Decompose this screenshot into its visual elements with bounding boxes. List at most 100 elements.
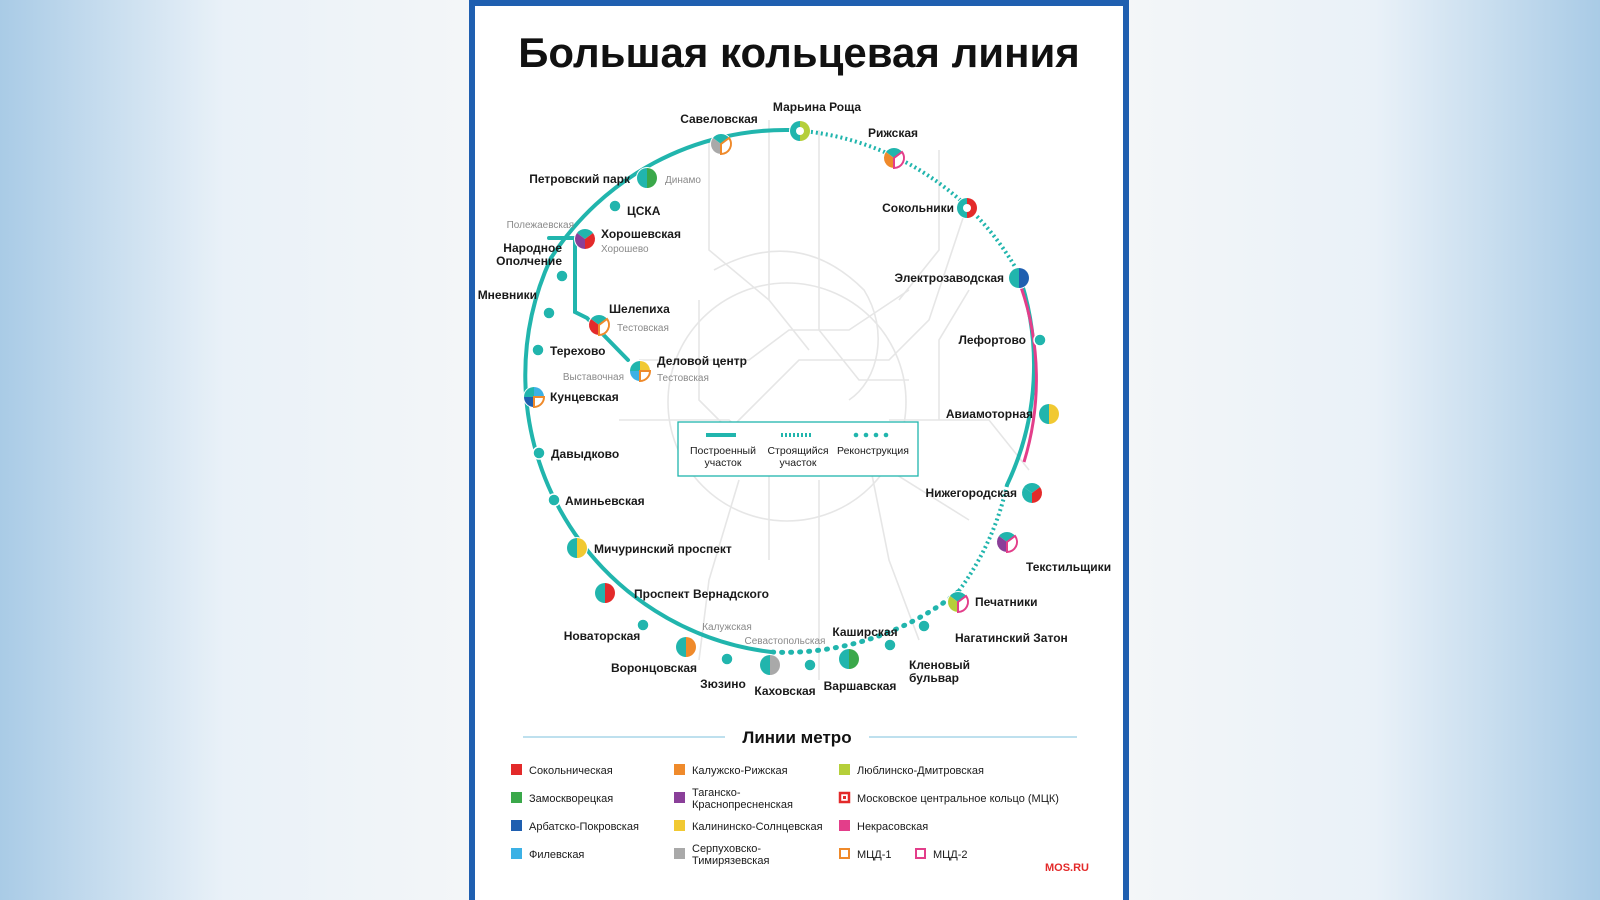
station-lefortovo[interactable] — [1033, 333, 1047, 347]
label-klenovy-bulvar-2: бульвар — [909, 671, 959, 685]
key-building-2: участок — [780, 457, 817, 469]
legend-label: МЦД-1 — [857, 849, 892, 861]
station-kuntsevskaya[interactable] — [523, 386, 546, 409]
station-klenovy-bulvar[interactable] — [883, 638, 897, 652]
legend-swatch — [511, 792, 522, 803]
metro-map: Большая кольцевая линия — [478, 29, 1111, 874]
label-michurinsky: Мичуринский проспект — [594, 542, 732, 556]
station-kashirskaya[interactable] — [838, 648, 860, 670]
legend-swatch — [511, 764, 522, 775]
legend: Линии метро СокольническаяЗамоскворецкая… — [511, 728, 1089, 874]
station-khoroshevskaya[interactable] — [574, 228, 596, 250]
source-label: MOS.RU — [1045, 862, 1089, 874]
station-michurinsky[interactable] — [566, 537, 588, 559]
key-built-2: участок — [705, 457, 742, 469]
label-aviamotornaya: Авиамоторная — [946, 407, 1033, 421]
station-narodnoe-opolchenie[interactable] — [555, 269, 569, 283]
label-mnevniki: Мневники — [478, 288, 537, 302]
legend-item: Сокольническая — [511, 764, 613, 777]
legend-item: Таганско-Краснопресненская — [674, 787, 793, 811]
station-nizhegorodskaya[interactable] — [1021, 482, 1043, 504]
label-kaluzhskaya: Калужская — [702, 622, 752, 633]
legend-label: Серпуховско- — [692, 843, 761, 855]
ring-reconstruction — [768, 589, 961, 655]
station-prospekt-vernadskogo[interactable] — [594, 582, 616, 604]
label-testovskaya-1: Тестовская — [617, 323, 669, 334]
label-nagatinsky-zaton: Нагатинский Затон — [955, 631, 1068, 645]
label-klenovy-bulvar-1: Кленовый — [909, 658, 970, 672]
legend-item: Некрасовская — [839, 820, 928, 833]
label-polezhaevskaya: Полежаевская — [507, 220, 574, 231]
key-reconstruction-swatch — [853, 432, 889, 438]
legend-item: Серпуховско-Тимирязевская — [674, 843, 769, 867]
legend-swatch — [674, 792, 685, 803]
station-aviamotornaya[interactable] — [1038, 403, 1060, 425]
station-aminyevskaya[interactable] — [547, 493, 561, 507]
label-vystavochnaya: Выставочная — [563, 372, 624, 383]
label-shelepikha: Шелепиха — [609, 302, 670, 316]
legend-label: Люблинско-Дмитровская — [857, 765, 984, 777]
station-terekhovo[interactable] — [531, 343, 545, 357]
label-novatorskaya: Новаторская — [564, 629, 641, 643]
label-narodnoe-opolchenie-2: Ополчение — [496, 254, 562, 268]
station-varshavskaya[interactable] — [803, 658, 817, 672]
station-tsska[interactable] — [608, 199, 622, 213]
station-novatorskaya[interactable] — [636, 618, 650, 632]
legend-items: СокольническаяЗамоскворецкаяАрбатско-Пок… — [511, 764, 1059, 867]
label-kakhovskaya: Каховская — [754, 684, 815, 698]
legend-label: Замоскворецкая — [529, 793, 613, 805]
station-vorontsovskaya[interactable] — [675, 636, 697, 658]
station-mnevniki[interactable] — [542, 306, 556, 320]
legend-title: Линии метро — [742, 728, 851, 747]
key-reconstruction: Реконструкция — [837, 445, 909, 457]
station-sokolniki[interactable] — [956, 197, 978, 219]
station-rizhskaya[interactable] — [883, 147, 905, 170]
label-rizhskaya: Рижская — [868, 126, 918, 140]
legend-label: Калужско-Рижская — [692, 765, 788, 777]
station-zyuzino[interactable] — [720, 652, 734, 666]
legend-label: Тимирязевская — [692, 855, 769, 867]
label-testovskaya-2: Тестовская — [657, 373, 709, 384]
station-delovoy-tsentr[interactable] — [629, 360, 652, 383]
label-tsska: ЦСКА — [627, 204, 661, 218]
station-shelepikha[interactable] — [588, 314, 610, 337]
station-kakhovskaya[interactable] — [759, 654, 781, 676]
station-nagatinsky-zaton[interactable] — [917, 619, 931, 633]
legend-label: Сокольническая — [529, 765, 613, 777]
station-davydkovo[interactable] — [532, 446, 546, 460]
legend-item: Люблинско-Дмитровская — [839, 764, 984, 777]
line-type-key: Построенный участок Строящийся участок Р… — [677, 421, 919, 477]
label-zyuzino: Зюзино — [700, 677, 746, 691]
station-tekstilshchiki[interactable] — [996, 531, 1018, 554]
label-khoroshevo: Хорошево — [601, 244, 649, 255]
legend-swatch — [511, 820, 522, 831]
legend-label: Калининско-Солнцевская — [692, 821, 823, 833]
legend-swatch — [674, 820, 685, 831]
legend-item: Замоскворецкая — [511, 792, 613, 805]
legend-swatch — [674, 848, 685, 859]
label-sokolniki: Сокольники — [882, 201, 954, 215]
station-elektrozavodskaya[interactable] — [1008, 267, 1030, 289]
label-prospekt-vernadskogo: Проспект Вернадского — [634, 587, 769, 601]
label-terekhovo: Терехово — [550, 344, 606, 358]
nekrasovskaya-parallel — [1019, 286, 1038, 463]
legend-label: Московское центральное кольцо (МЦК) — [857, 793, 1059, 805]
key-built-1: Построенный — [690, 445, 756, 457]
legend-swatch — [839, 848, 850, 859]
station-marina-roshcha[interactable] — [789, 120, 811, 142]
station-savelovskaya[interactable] — [710, 133, 732, 156]
label-dinamo: Динамо — [665, 175, 701, 186]
label-marina-roshcha: Марьина Роща — [773, 100, 861, 114]
ring-building — [790, 128, 1020, 594]
legend-item: Московское центральное кольцо (МЦК) — [838, 791, 1059, 805]
label-davydkovo: Давыдково — [551, 447, 619, 461]
label-varshavskaya: Варшавская — [824, 679, 897, 693]
label-narodnoe-opolchenie-1: Народное — [503, 241, 562, 255]
label-elektrozavodskaya: Электрозаводская — [895, 271, 1004, 285]
label-pechatniki: Печатники — [975, 595, 1038, 609]
station-pechatniki[interactable] — [947, 591, 969, 614]
station-petrovsky-park[interactable] — [636, 167, 658, 189]
legend-swatch — [839, 764, 850, 775]
legend-swatch — [839, 820, 850, 831]
legend-swatch — [674, 764, 685, 775]
